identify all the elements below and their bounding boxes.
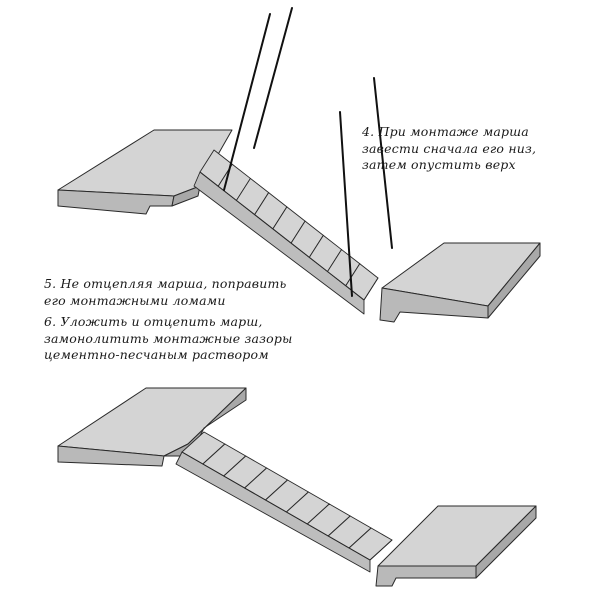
note-step-4: 4. При монтаже марша завести сначала его… [362,124,536,174]
note-step-4-line-2: завести сначала его низ, [362,140,537,156]
note-step-6-line-1: 6. Уложить и отцепить марш, [44,314,263,329]
top-scene [57,7,541,323]
stair-riser [369,539,393,561]
lower-right-landing-slab [379,242,541,323]
note-step-5: 5. Не отцепляя марша, поправить его монт… [44,276,287,309]
lifting-ropes [223,7,393,297]
note-step-6: 6. Уложить и отцепить марш, замонолитить… [44,314,292,364]
note-step-5-line-2: его монтажными ломами [44,292,226,308]
bottom-upper-left-landing-slab [57,387,247,467]
note-step-6-line-3: цементно-песчаным раствором [44,347,269,362]
rope-left-2 [253,7,293,149]
stair-riser [363,277,379,301]
note-step-4-line-1: 4. При монтаже марша [362,124,529,139]
rope-right-2 [373,77,393,249]
rope-left-1 [223,13,271,191]
note-step-5-line-1: 5. Не отцепляя марша, поправить [44,276,287,291]
bottom-scene [57,387,537,587]
note-step-4-line-3: затем опустить верх [362,157,516,172]
stair-flight-bottom [175,431,393,573]
bottom-lower-right-landing-slab [375,505,537,587]
rope-right-1 [339,111,353,297]
upper-left-landing-slab [57,129,233,215]
note-step-6-line-2: замонолитить монтажные зазоры [44,330,293,346]
stair-flight-top [193,149,379,315]
